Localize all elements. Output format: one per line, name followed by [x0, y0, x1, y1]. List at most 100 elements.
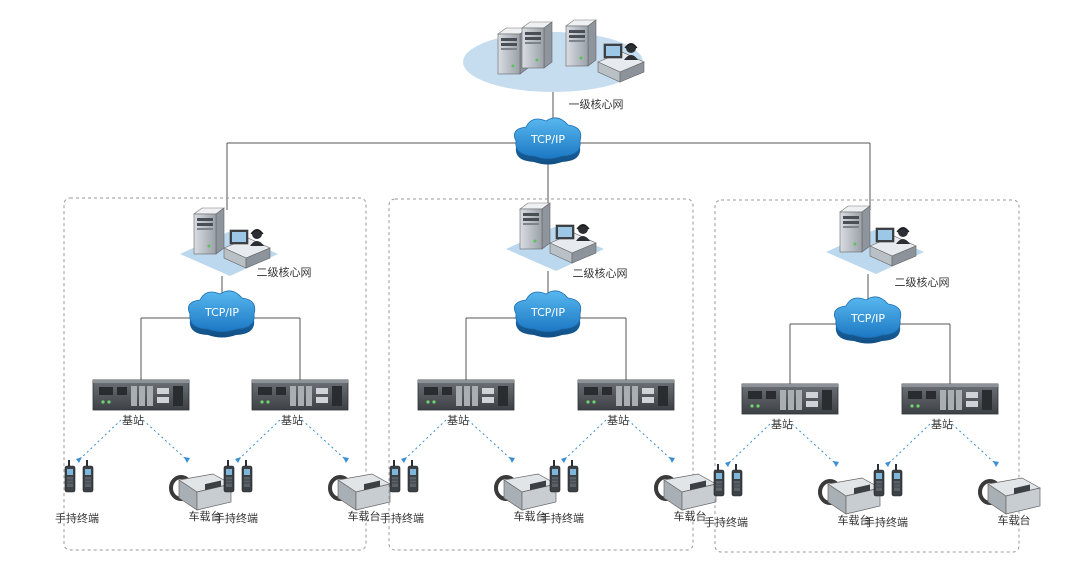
server-icon — [193, 207, 225, 255]
base-station-label: 基站 — [771, 417, 793, 431]
wireless-link-vehicle — [951, 423, 997, 465]
region-group: 二级核心网TCP/IP基站手持终端车载台基站手持终端车载台 — [380, 198, 718, 551]
handheld-radio-icon — [873, 463, 885, 497]
cloud-side — [189, 314, 255, 338]
tcp-ip-label: TCP/IP — [850, 312, 885, 325]
vehicle-radio-icon — [978, 476, 1042, 516]
wireless-link-handheld — [563, 419, 607, 461]
handheld-radio-icon — [891, 463, 903, 497]
vehicle-radio-icon — [654, 472, 718, 512]
tcp-ip-label: TCP/IP — [204, 306, 239, 319]
wireless-link-handheld — [237, 419, 281, 461]
region-group: 二级核心网TCP/IP基站手持终端车载台基站手持终端车载台 — [704, 199, 1042, 553]
handheld-terminal-label: 手持终端 — [380, 511, 424, 525]
handheld-terminal-label: 手持终端 — [214, 511, 258, 525]
arrow-head — [76, 457, 82, 463]
vehicle-radio-label: 车载台 — [189, 509, 222, 523]
vehicle-radio-icon — [818, 476, 882, 516]
wireless-link-handheld — [78, 419, 122, 461]
secondary-core-label: 二级核心网 — [257, 265, 312, 279]
base-station-label: 基站 — [122, 413, 144, 427]
region-tcp-cloud: TCP/IP — [187, 290, 256, 338]
handheld-radio-icon — [407, 459, 419, 493]
vehicle-radio-icon — [328, 472, 392, 512]
base-station-icon — [577, 379, 675, 411]
handheld-terminal-label: 手持终端 — [540, 511, 584, 525]
arrow-head — [561, 457, 567, 463]
vehicle-radio-icon — [169, 472, 233, 512]
handheld-radio-icon — [549, 459, 561, 493]
wireless-link-handheld — [887, 423, 931, 465]
base-station-icon — [741, 383, 839, 415]
handheld-terminal-label: 手持终端 — [55, 511, 99, 525]
wireless-link-handheld — [727, 423, 771, 465]
arrow-head — [509, 457, 515, 463]
base-station-label: 基站 — [447, 413, 469, 427]
server-icon — [521, 21, 553, 69]
arrow-head — [184, 457, 190, 463]
cloud-shape — [513, 290, 582, 332]
base-station-icon — [92, 379, 190, 411]
base-station-icon — [251, 379, 349, 411]
base-station-label: 基站 — [931, 417, 953, 431]
cloud-shape — [187, 290, 256, 332]
handheld-radio-icon — [731, 463, 743, 497]
handheld-radio-icon — [64, 459, 76, 493]
cloud-side — [515, 314, 581, 338]
arrow-head — [885, 461, 891, 467]
arrow-head — [833, 461, 839, 467]
server-icon — [519, 202, 551, 250]
vehicle-radio-label: 车载台 — [674, 509, 707, 523]
arrow-head — [235, 457, 241, 463]
wireless-link-handheld — [403, 419, 447, 461]
handheld-radio-icon — [567, 459, 579, 493]
cloud-side — [835, 320, 901, 344]
wireless-link-vehicle — [301, 419, 347, 461]
tcp-ip-label: TCP/IP — [530, 133, 565, 146]
vehicle-radio-icon — [494, 472, 558, 512]
handheld-radio-icon — [389, 459, 401, 493]
handheld-radio-icon — [82, 459, 94, 493]
arrow-head — [725, 461, 731, 467]
arrow-head — [669, 457, 675, 463]
server-icon — [839, 205, 871, 253]
arrow-head — [993, 461, 999, 467]
region-tcp-cloud: TCP/IP — [513, 290, 582, 338]
tcp-ip-label: TCP/IP — [530, 306, 565, 319]
arrow-head — [401, 457, 407, 463]
top-tcp-cloud: TCP/IP — [513, 117, 582, 165]
handheld-radio-icon — [223, 459, 235, 493]
handheld-radio-icon — [241, 459, 253, 493]
base-station-label: 基站 — [281, 413, 303, 427]
cloud-shape — [833, 296, 902, 338]
vehicle-radio-label: 车载台 — [838, 513, 871, 527]
vehicle-radio-label: 车载台 — [348, 509, 381, 523]
vehicle-radio-label: 车载台 — [998, 513, 1031, 527]
region-tcp-cloud: TCP/IP — [833, 296, 902, 344]
region-box — [388, 198, 694, 551]
wireless-link-vehicle — [467, 419, 513, 461]
base-station-label: 基站 — [607, 413, 629, 427]
wireless-link-vehicle — [142, 419, 188, 461]
base-station-icon — [417, 379, 515, 411]
wireless-link-vehicle — [627, 419, 673, 461]
region-box — [63, 197, 367, 551]
vehicle-radio-label: 车载台 — [514, 509, 547, 523]
top-core-label: 一级核心网 — [569, 97, 624, 111]
cloud-side — [515, 141, 581, 165]
handheld-terminal-label: 手持终端 — [704, 515, 748, 529]
region-box — [714, 199, 1020, 553]
arrow-head — [343, 457, 349, 463]
handheld-terminal-label: 手持终端 — [864, 515, 908, 529]
server-icon — [565, 19, 597, 67]
secondary-core-label: 二级核心网 — [573, 266, 628, 280]
base-station-icon — [901, 383, 999, 415]
secondary-core-label: 二级核心网 — [895, 275, 950, 289]
